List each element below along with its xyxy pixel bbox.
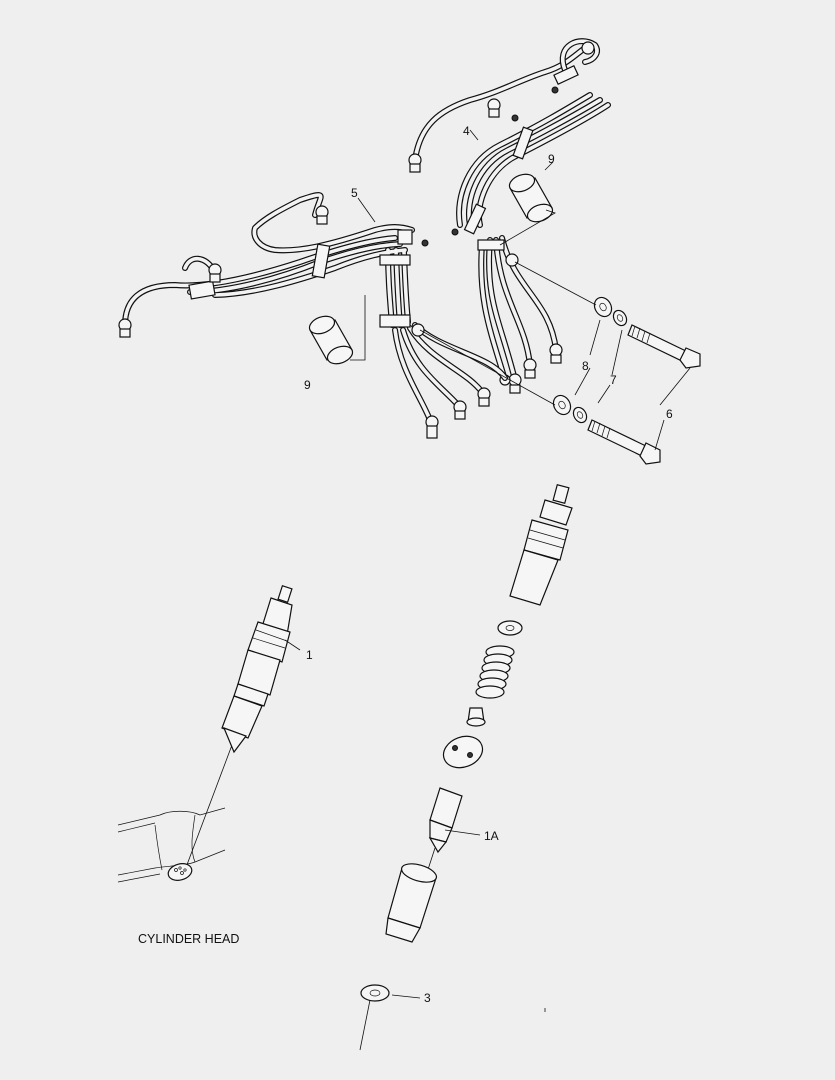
- injector-exploded: [360, 483, 573, 1002]
- cylinder-head: [117, 807, 226, 883]
- callout-8: 8: [582, 359, 589, 373]
- callout-6: 6: [666, 407, 673, 421]
- nozzle: [428, 787, 463, 854]
- callout-9-lower: 9: [304, 378, 311, 392]
- intermediate-plate: [442, 735, 484, 769]
- spring-seat: [466, 707, 486, 727]
- spacer-left: [308, 315, 354, 365]
- fuel-pipe-bundle-right: [408, 38, 611, 394]
- callout-7: 7: [610, 373, 617, 387]
- spring: [475, 645, 515, 699]
- bolt-lower-6: [587, 419, 661, 465]
- callout-4: 4: [463, 124, 470, 138]
- sealing-washer: [360, 984, 390, 1002]
- washer-upper-8: [593, 296, 613, 318]
- callout-1: 1: [306, 648, 313, 662]
- washer-small: [497, 620, 523, 636]
- spacer-right: [508, 173, 554, 223]
- nozzle-nut: [385, 863, 438, 943]
- fitting-nut: [408, 41, 595, 394]
- callout-5: 5: [351, 186, 358, 200]
- callout-1a: 1A: [484, 829, 499, 843]
- centerlines: [184, 209, 597, 1051]
- lockwasher-lower-7: [572, 406, 588, 424]
- fuel-pipe-bundle-left: [118, 192, 508, 439]
- washer-lower-8: [552, 394, 572, 416]
- callout-9-upper: 9: [548, 152, 555, 166]
- bolt-upper-6: [627, 324, 701, 369]
- leader-lines: [284, 129, 691, 999]
- injector-assembly: [221, 585, 293, 754]
- caption-cylinder-head: CYLINDER HEAD: [138, 932, 239, 946]
- lockwasher-upper-7: [612, 309, 628, 327]
- callout-3: 3: [424, 991, 431, 1005]
